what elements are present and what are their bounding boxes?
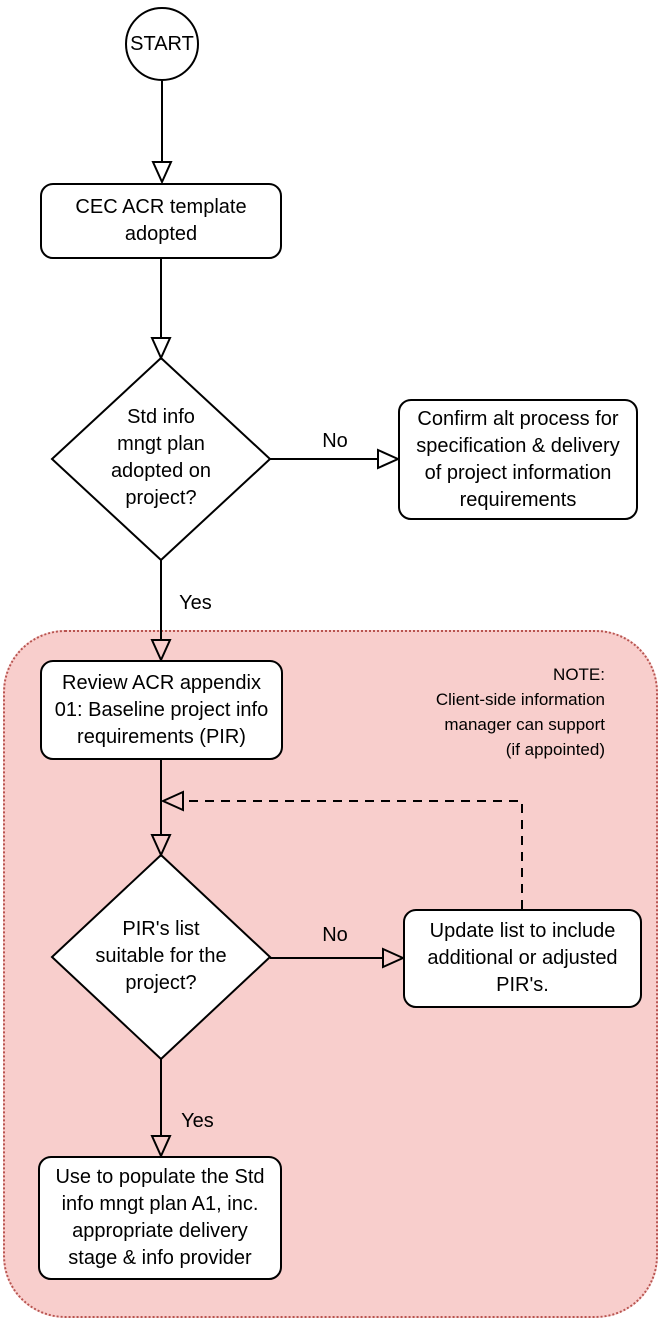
arrowhead-down-icon xyxy=(150,1135,172,1159)
connector-update-feedback-dashed xyxy=(160,790,523,909)
connector-review-to-decision2 xyxy=(150,760,172,858)
label-yes-2: Yes xyxy=(181,1110,214,1132)
note-text: NOTE: Client-side information manager ca… xyxy=(435,665,605,759)
confirm-alt-process-node: Confirm alt process for specification & … xyxy=(398,399,638,520)
connector-decision2-yes xyxy=(150,1059,172,1159)
update-list-node: Update list to include additional or adj… xyxy=(403,909,642,1008)
arrowhead-right-icon xyxy=(377,448,401,470)
label-no-1: No xyxy=(322,430,348,452)
populate-plan-node: Use to populate the Std info mngt plan A… xyxy=(38,1156,282,1280)
connector-decision2-no xyxy=(270,947,406,969)
arrowhead-left-icon xyxy=(160,790,184,812)
arrowhead-right-icon xyxy=(382,947,406,969)
start-node: START xyxy=(125,7,199,81)
connector-start-to-cec xyxy=(151,81,173,185)
arrowhead-down-icon xyxy=(150,639,172,663)
arrowhead-down-icon xyxy=(151,161,173,185)
arrowhead-down-icon xyxy=(150,834,172,858)
decision-pir-list-label: PIR's list suitable for the project? xyxy=(95,918,227,994)
connector-decision1-no xyxy=(270,448,401,470)
label-yes-1: Yes xyxy=(179,592,212,614)
connector-cec-to-decision1 xyxy=(150,259,172,361)
cec-template-node: CEC ACR template adopted xyxy=(40,183,282,259)
decision-std-plan-label: Std info mngt plan adopted on project? xyxy=(110,406,212,509)
review-acr-node: Review ACR appendix 01: Baseline project… xyxy=(40,660,283,760)
arrowhead-down-icon xyxy=(150,337,172,361)
connector-decision1-yes xyxy=(150,560,172,663)
label-no-2: No xyxy=(322,924,348,946)
